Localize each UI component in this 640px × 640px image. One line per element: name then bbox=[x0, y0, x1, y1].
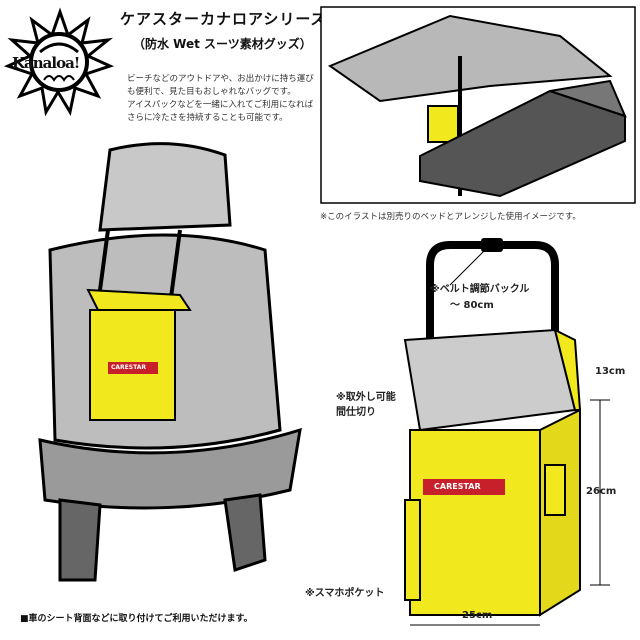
divider-label: ※取外し可能間仕切り bbox=[336, 388, 396, 418]
depth-label: 13cm bbox=[595, 366, 626, 377]
umbrella-illustration bbox=[320, 6, 636, 204]
page-title: ケアスターカナロアシリーズ bbox=[120, 10, 327, 28]
buckle-label: ※ベルト調節バックル bbox=[430, 284, 530, 295]
bag-brand: CARESTAR bbox=[434, 482, 481, 491]
description-line: アイスパックなどを一緒に入れてご利用になればさらに冷たさを持続することも可能です… bbox=[127, 100, 314, 123]
description: ビーチなどのアウトドアや、お出かけに持ち運びも便利で、見た目もおしゃれなバッグで… bbox=[127, 73, 317, 125]
umbrella-note: ※このイラストは別売りのベッドとアレンジした使用イメージです。 bbox=[320, 212, 581, 222]
bag-illustration bbox=[403, 238, 610, 626]
page-subtitle: （防水 Wet スーツ素材グッズ） bbox=[133, 37, 312, 51]
description-line: ビーチなどのアウトドアや、お出かけに持ち運びも便利で、見た目もおしゃれなバッグで… bbox=[127, 74, 314, 97]
seat-note: ■車のシート背面などに取り付けてご利用いただけます。 bbox=[20, 614, 253, 624]
seat-bag-brand: CARESTAR bbox=[111, 364, 146, 371]
height-label: 26cm bbox=[586, 486, 617, 497]
car-seat-illustration bbox=[38, 142, 302, 582]
pocket-label: ※スマホポケット bbox=[305, 588, 385, 599]
divider-label-line: ※取外し可能 bbox=[336, 392, 396, 403]
divider-label-line: 間仕切り bbox=[336, 407, 376, 418]
logo-text: Kanaloa! bbox=[12, 54, 80, 72]
belt-length: ～ 80cm bbox=[450, 300, 494, 311]
width-label: 25cm bbox=[462, 610, 493, 621]
buckle-icon bbox=[481, 238, 503, 252]
kanaloa-logo bbox=[3, 7, 115, 117]
